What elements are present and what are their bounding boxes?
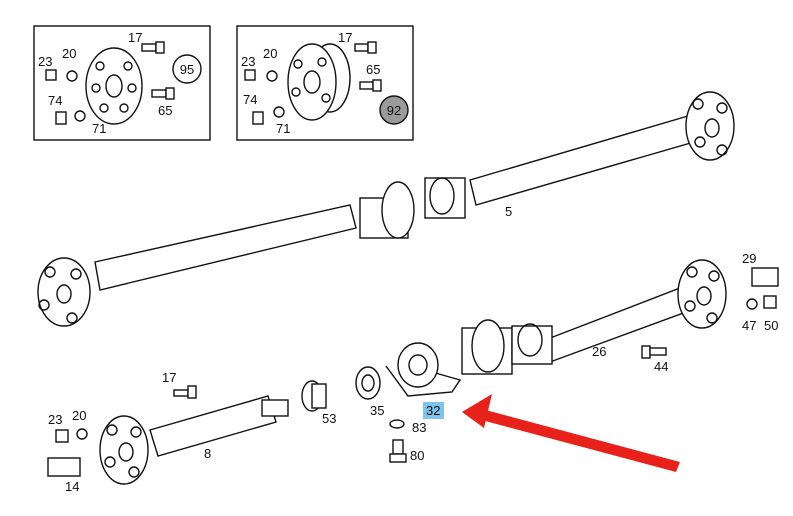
callout-29: 29	[742, 251, 756, 266]
callout-50: 50	[764, 318, 778, 333]
universal-joint-icon	[359, 177, 466, 239]
inset-left-label-23: 23	[38, 54, 52, 69]
washer-83	[389, 419, 405, 429]
shaft-tube-front	[469, 115, 695, 206]
flex-disc-icon	[99, 415, 149, 485]
bolt-icon	[141, 41, 175, 100]
propeller-shaft-26: 26	[461, 259, 727, 375]
center-bearing-32: 32	[385, 342, 462, 419]
callout-53: 53	[322, 411, 336, 426]
callout-80: 80	[410, 448, 424, 463]
callout-26: 26	[592, 344, 606, 359]
inset-right-label-71: 71	[276, 121, 290, 136]
inset-right-label-23: 23	[241, 54, 255, 69]
nut-icon	[746, 295, 777, 310]
bolt-icon	[641, 345, 667, 359]
inset-left-label-20: 20	[62, 46, 76, 61]
propeller-shaft-8: 8	[99, 395, 289, 485]
nut-icon	[45, 69, 86, 125]
inset-right-label-74: 74	[243, 92, 257, 107]
callout-32-highlight	[423, 402, 444, 419]
inset-right-label-65: 65	[366, 62, 380, 77]
callout-14: 14	[65, 479, 79, 494]
flex-disc-icon	[37, 257, 91, 327]
nut-icon	[55, 428, 88, 443]
bearing-ring-icon	[397, 342, 439, 388]
ring-29: 29	[742, 251, 779, 287]
inset-left-label-17: 17	[128, 30, 142, 45]
ref-circle-92	[379, 95, 409, 125]
shaft-tube-8	[149, 395, 277, 457]
universal-joint-icon	[461, 319, 553, 375]
callout-5: 5	[505, 204, 512, 219]
flex-disc-icon	[677, 259, 727, 329]
ref-circle-92-label: 92	[387, 103, 401, 118]
callout-20: 20	[72, 408, 86, 423]
callout-35: 35	[370, 403, 384, 418]
callout-32: 32	[426, 403, 440, 418]
bushing-53	[301, 380, 327, 412]
inset-right: 23 20 17 65 74 71 92	[236, 25, 414, 141]
inset-left-label-65: 65	[158, 103, 172, 118]
sleeve-icon	[47, 457, 81, 477]
callout-8: 8	[204, 446, 211, 461]
callout-47: 47	[742, 318, 756, 333]
shaft-tube-rear	[94, 204, 357, 291]
flex-coupling-icon	[287, 43, 351, 121]
bolt-icon	[389, 439, 407, 463]
sleeve-icon	[751, 267, 779, 287]
callout-23: 23	[48, 412, 62, 427]
inset-left-label-74: 74	[48, 93, 62, 108]
inset-right-label-20: 20	[263, 46, 277, 61]
flex-disc-icon	[685, 91, 735, 161]
ref-circle-95	[172, 54, 202, 84]
flex-disc-icon	[85, 47, 143, 125]
callout-44: 44	[654, 359, 668, 374]
ref-circle-95-label: 95	[180, 62, 194, 77]
red-arrow-icon	[462, 394, 680, 472]
inset-right-label-17: 17	[338, 30, 352, 45]
bolt-icon	[173, 385, 197, 399]
bolt-icon	[354, 41, 382, 92]
inset-left: 23 20 17 74 65 71 95	[33, 25, 211, 141]
propeller-shaft-5: 5	[37, 91, 735, 327]
washer-35	[355, 366, 381, 400]
callout-17: 17	[162, 370, 176, 385]
callout-83: 83	[412, 420, 426, 435]
nut-icon	[244, 69, 285, 125]
inset-left-label-71: 71	[92, 121, 106, 136]
